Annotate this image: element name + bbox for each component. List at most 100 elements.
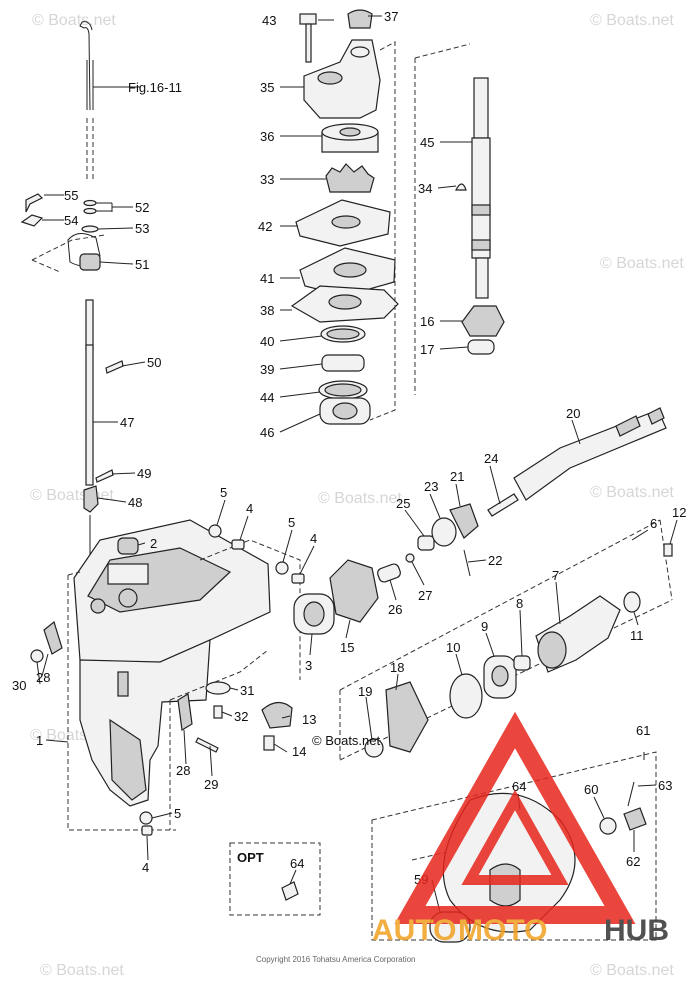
part-label-13: 13 xyxy=(302,712,316,727)
option-box: OPT xyxy=(229,842,321,916)
part-label-60: 60 xyxy=(584,782,598,797)
bolt-12 xyxy=(663,543,673,557)
bolt-4b xyxy=(291,573,305,584)
part-label-32: 32 xyxy=(234,709,248,724)
o-ring-52b xyxy=(83,207,97,215)
part-label-1: 1 xyxy=(36,733,43,748)
part-label-26: 26 xyxy=(388,602,402,617)
part-label-39: 39 xyxy=(260,362,274,377)
part-number-labels: Fig.16-11 43 37 35 36 33 42 41 38 40 39 … xyxy=(12,9,686,887)
part-label-23: 23 xyxy=(424,479,438,494)
watermark: © Boats.net xyxy=(40,962,124,979)
washer-5b xyxy=(275,561,289,575)
part-label-19: 19 xyxy=(358,684,372,699)
washer-5c xyxy=(139,811,153,825)
o-ring-52 xyxy=(83,199,97,207)
pin-22 xyxy=(463,549,471,577)
watermark-layer: © Boats.net © Boats.net © Boats.net © Bo… xyxy=(30,12,684,979)
part-label-44: 44 xyxy=(260,390,274,405)
part-label-34: 34 xyxy=(418,181,432,196)
propeller-assembly xyxy=(371,751,657,943)
part-label-49: 49 xyxy=(137,466,151,481)
bolt-43 xyxy=(299,13,317,25)
part-label-4b: 4 xyxy=(310,531,317,546)
gear-case-assembly xyxy=(30,519,305,836)
watermark-inline: © Boats.net xyxy=(312,733,381,748)
shift-rod-47 xyxy=(85,344,94,486)
part-label-41: 41 xyxy=(260,271,274,286)
sleeve-25 xyxy=(417,535,435,551)
part-label-21: 21 xyxy=(450,469,464,484)
part-label-48: 48 xyxy=(128,495,142,510)
part-label-3: 3 xyxy=(305,658,312,673)
bushing-51 xyxy=(79,253,101,271)
part-label-61: 62 xyxy=(626,854,640,869)
nut-61 xyxy=(623,807,647,831)
part-label-9: 9 xyxy=(481,619,488,634)
reverse-gear-18 xyxy=(385,681,429,753)
part-label-27: 27 xyxy=(418,588,432,603)
cotter-pin-62 xyxy=(627,781,635,807)
pin-50 xyxy=(105,360,124,374)
part-label-46: 46 xyxy=(260,425,274,440)
part-label-62: 63 xyxy=(658,778,672,793)
bolt-29 xyxy=(195,737,219,753)
part-label-54: 54 xyxy=(64,213,78,228)
washer-5 xyxy=(208,524,222,538)
figure-reference-label: Fig.16-11 xyxy=(128,80,182,95)
watermark: © Boats.net xyxy=(32,12,116,29)
logo-text-auto: AUTO xyxy=(372,914,456,947)
part-label-22: 22 xyxy=(488,553,502,568)
part-label-4c: 4 xyxy=(142,860,149,875)
option-box-frame xyxy=(229,842,321,916)
part-label-18: 18 xyxy=(390,660,404,675)
part-label-15: 15 xyxy=(340,640,354,655)
part-label-11: 11 xyxy=(630,628,644,643)
watermark: © Boats.net xyxy=(590,484,674,501)
watermark: © Boats.net xyxy=(318,490,402,507)
o-ring-10 xyxy=(449,673,483,719)
part-label-16: 16 xyxy=(420,314,434,329)
impeller-33 xyxy=(325,163,375,193)
bolt-55 xyxy=(25,193,44,213)
washer-19 xyxy=(364,738,384,758)
part-label-42: 42 xyxy=(258,219,272,234)
spring-24 xyxy=(487,493,519,517)
part-label-2: 2 xyxy=(150,536,157,551)
part-label-6: 6 xyxy=(650,516,657,531)
part-label-30: 30 xyxy=(12,678,26,693)
part-label-53: 53 xyxy=(135,221,149,236)
part-label-5c: 5 xyxy=(174,806,181,821)
logo-triangle-inner xyxy=(461,789,569,885)
part-label-5: 5 xyxy=(220,485,227,500)
forward-gear-15 xyxy=(329,559,379,623)
part-label-35: 35 xyxy=(260,80,274,95)
part-label-50: 50 xyxy=(147,355,161,370)
bolt-64 xyxy=(281,881,299,901)
part-label-33: 33 xyxy=(260,172,274,187)
pin-49 xyxy=(95,469,114,483)
leader-lines xyxy=(36,15,678,913)
part-label-25: 25 xyxy=(396,496,410,511)
clutch-26 xyxy=(377,563,401,583)
bearing-housing-assembly xyxy=(339,519,673,761)
anode-28 xyxy=(43,620,63,655)
cam-13 xyxy=(261,701,293,729)
watermark: © Boats.net xyxy=(30,487,114,504)
part-label-28: 28 xyxy=(36,670,50,685)
logo-triangle xyxy=(394,711,636,924)
part-label-40: 40 xyxy=(260,334,274,349)
water-pump-assembly xyxy=(290,9,399,425)
part-label-8: 8 xyxy=(516,596,523,611)
part-label-38: 38 xyxy=(260,303,274,318)
logo-text-hub: HUB xyxy=(604,914,669,947)
o-ring-23 xyxy=(431,517,457,547)
bolt-4c xyxy=(141,825,153,836)
seal-2 xyxy=(117,537,139,555)
part-label-51: 51 xyxy=(135,257,149,272)
plate-54 xyxy=(20,214,44,227)
part-label-58: 61 xyxy=(636,723,650,738)
logo-text-moto: MOTO xyxy=(458,914,547,947)
part-label-20: 20 xyxy=(566,406,580,421)
